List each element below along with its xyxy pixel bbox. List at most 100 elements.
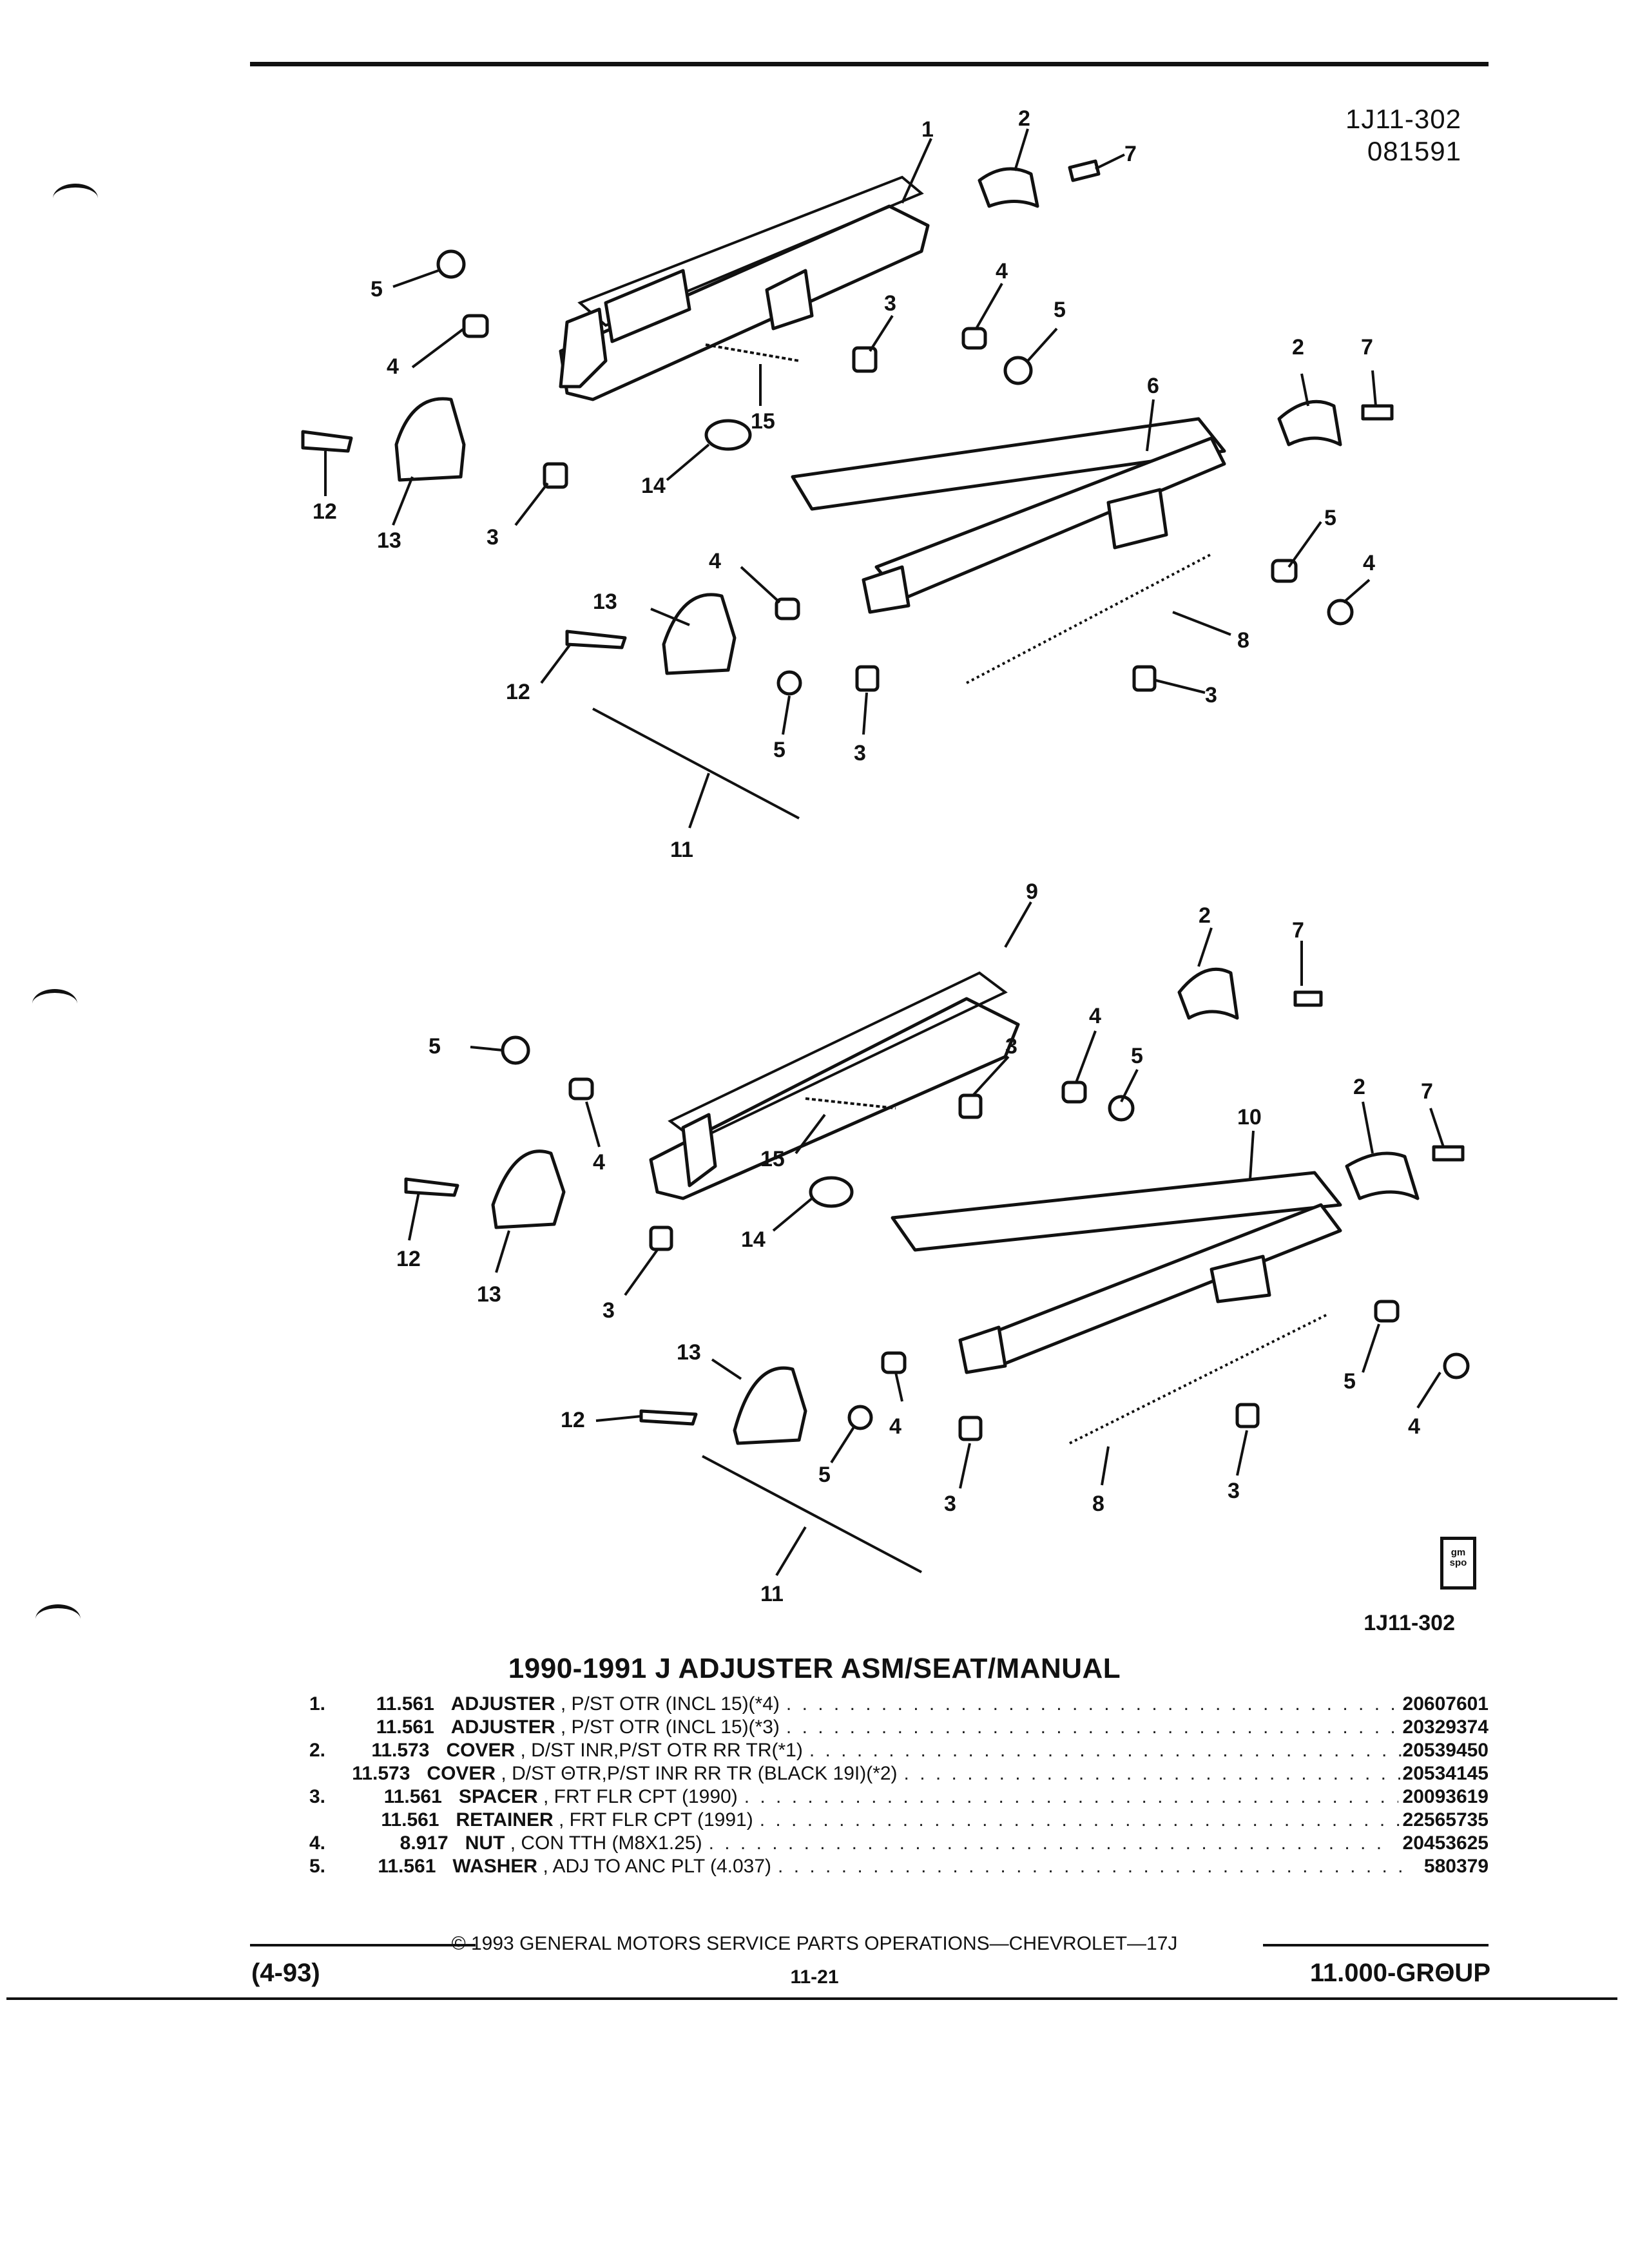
washer-part [436,249,466,279]
screw-part [1432,1145,1465,1162]
callout: 11 [760,1582,784,1606]
exploded-parts-diagram: 1 2 7 5 4 3 4 5 2 7 6 15 12 13 3 14 4 5 … [301,106,1470,1606]
group-code: 11.573 [352,1763,410,1784]
callout: 2 [1018,106,1030,131]
part-number: 20329374 [1402,1716,1489,1738]
callout-numbers: 1 2 7 5 4 3 4 5 2 7 6 15 12 13 3 14 4 5 … [313,106,1433,1606]
parts-row: 4. 8.917 NUT , CON TTH (M8X1.25) . . . .… [309,1832,1489,1856]
callout: 4 [996,259,1008,284]
leader-dots: . . . . . . . . . . . . . . . . . . . . … [744,1786,1398,1807]
nut-part [568,1077,594,1100]
parts-row: 2. 11.573 COVER , D/ST INR,P/ST OTR RR T… [309,1740,1489,1763]
part-number: 20093619 [1402,1786,1489,1807]
callout: 12 [561,1408,585,1432]
washer-part [1108,1095,1135,1122]
callout: 4 [1408,1414,1420,1439]
footer-rule-left [250,1944,476,1946]
washer-part [847,1405,873,1430]
part-detail: , FRT FLR CPT (1991) [553,1809,753,1831]
spacer-part [958,1093,983,1119]
callout: 4 [593,1150,605,1175]
item-number: 3. [309,1786,326,1807]
leader-dots: . . . . . . . . . . . . . . . . . . . . … [759,1809,1400,1831]
callout: 4 [1363,551,1375,575]
callout: 12 [396,1247,421,1271]
callout: 13 [377,528,401,553]
part-name: ADJUSTER [450,1716,555,1738]
cap-part [662,593,737,675]
cap-part [733,1366,807,1445]
group-label: 11.000-GRΘUP [1309,1959,1490,1987]
washer-part [1443,1352,1470,1379]
callout: 8 [1237,628,1249,653]
figure-code-block: 1J11-302 081591 [1345,103,1461,168]
spring-part [705,343,800,362]
spacer-part [543,462,568,489]
part-name: COVER [446,1740,516,1761]
spring-part [805,1097,896,1110]
part-name: NUT [465,1832,505,1854]
spacer-part [852,346,878,373]
nut-part [881,1351,907,1374]
parts-row: 1. 11.561 ADJUSTER , P/ST OTR (INCL 15)(… [309,1693,1489,1716]
callout: 5 [1131,1044,1143,1068]
callout: 3 [1005,1034,1017,1059]
screw-part [1361,404,1394,421]
cover-part [1177,967,1239,1020]
part-name: SPACER [458,1786,538,1807]
callout: 2 [1199,903,1211,928]
leader-dots: . . . . . . . . . . . . . . . . . . . . … [708,1832,1394,1854]
part-detail: , P/ST OTR (INCL 15)(*4) [555,1693,780,1715]
callout: 5 [1054,298,1066,322]
seat-adjuster-track [891,1171,1342,1374]
cable-part [702,1455,922,1573]
washer-part [1003,356,1033,385]
callout: 3 [487,525,499,550]
binder-mark [32,989,77,1019]
callout: 10 [1237,1105,1262,1129]
screw-part [301,430,353,453]
callout: 9 [1026,879,1038,904]
callout: 13 [477,1282,501,1307]
callout: 15 [751,409,775,434]
part-name: COVER [427,1763,496,1784]
callout: 13 [677,1340,701,1365]
washer-part [776,670,802,696]
part-detail: , CON TTH (M8X1.25) [505,1832,702,1854]
knob-part [704,419,752,451]
part-number: 20534145 [1402,1763,1489,1784]
binder-mark [53,184,98,213]
part-detail: , FRT FLR CPT (1990) [537,1786,738,1807]
callout: 3 [854,741,866,765]
bottom-rule [6,1997,1617,2000]
callout: 4 [709,549,721,573]
section-title: 1990-1991 J ADJUSTER ASM/SEAT/MANUAL [508,1653,1121,1684]
callout: 3 [1205,683,1217,707]
callout: 5 [371,277,383,302]
cable-part [592,707,800,820]
callout: 7 [1421,1079,1433,1104]
part-number: 20607601 [1402,1693,1489,1715]
cover-part [978,167,1039,208]
callout: 5 [1344,1369,1356,1394]
part-number: 22565735 [1402,1809,1489,1831]
page-number: 11-21 [790,1966,839,1988]
item-number: 1. [309,1693,326,1715]
callout: 5 [818,1463,831,1487]
callout: 3 [602,1298,615,1323]
part-detail: , D/ST ΘTR,P/ST INR RR TR (BLACK 19I)(*2… [496,1763,898,1784]
part-name: RETAINER [456,1809,554,1831]
figure-code: 1J11-302 [1345,104,1461,134]
item-number: 4. [309,1832,326,1854]
cap-part [394,397,466,482]
nut-part [1061,1081,1087,1104]
cover-part [1345,1151,1420,1200]
washer-part [1327,599,1354,626]
copyright-line: © 1993 GENERAL MOTORS SERVICE PARTS OPER… [451,1933,1178,1954]
cap-part [491,1149,566,1229]
knob-part [809,1176,854,1208]
callout: 4 [1089,1004,1101,1028]
part-detail: , ADJ TO ANC PLT (4.037) [537,1856,772,1877]
leader-dots: . . . . . . . . . . . . . . . . . . . . … [809,1740,1403,1761]
leader-dots: . . . . . . . . . . . . . . . . . . . . … [786,1693,1403,1715]
